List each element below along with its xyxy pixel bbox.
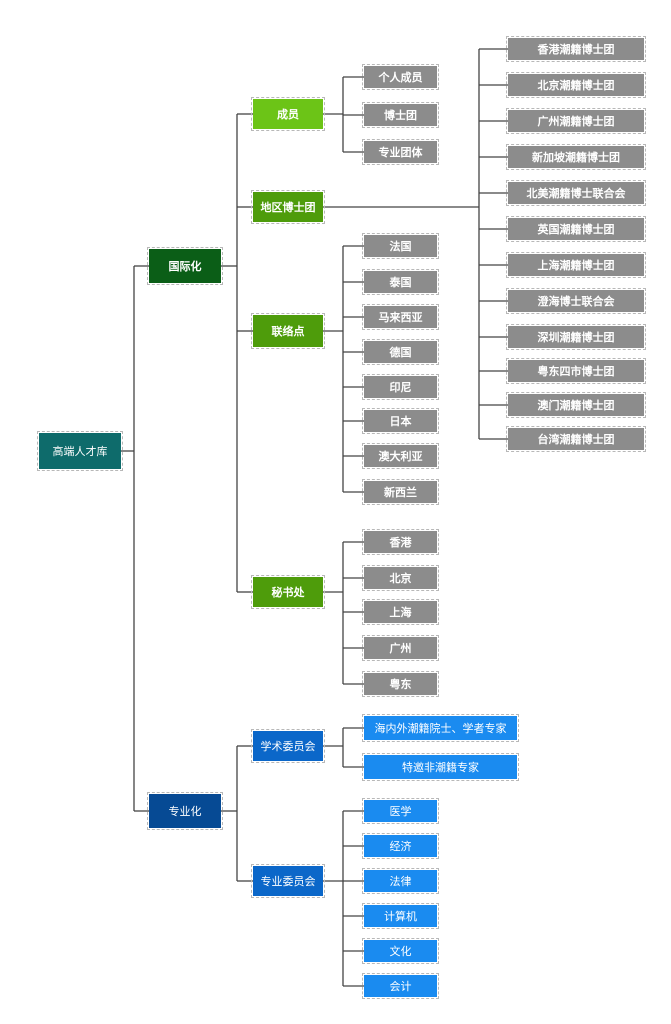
leaf-pro-accounting: 会计 — [362, 973, 439, 999]
leaf-region-guangzhou: 广州潮籍博士团 — [506, 108, 646, 134]
leaf-secretariat-guangzhou: 广州 — [362, 635, 439, 661]
leaf-liaison-malaysia: 马来西亚 — [362, 304, 439, 330]
node-academic-committee: 学术委员会 — [251, 729, 325, 763]
leaf-liaison-indonesia: 印尼 — [362, 374, 439, 400]
leaf-pro-computer: 计算机 — [362, 903, 439, 929]
leaf-region-yuedong: 粤东四市博士团 — [506, 358, 646, 384]
leaf-secretariat-shanghai: 上海 — [362, 599, 439, 625]
leaf-professional-bodies: 专业团体 — [362, 139, 439, 165]
node-members: 成员 — [251, 97, 325, 131]
node-professionalization: 专业化 — [147, 792, 223, 830]
leaf-liaison-new-zealand: 新西兰 — [362, 479, 439, 505]
leaf-region-singapore: 新加坡潮籍博士团 — [506, 144, 646, 170]
leaf-pro-culture: 文化 — [362, 938, 439, 964]
leaf-region-chenghai: 澄海博士联合会 — [506, 288, 646, 314]
leaf-academic-invited-experts: 特邀非潮籍专家 — [362, 753, 519, 781]
node-liaison-points: 联络点 — [251, 313, 325, 349]
leaf-pro-economics: 经济 — [362, 833, 439, 859]
leaf-region-north-america: 北美潮籍博士联合会 — [506, 180, 646, 206]
leaf-doctor-group: 博士团 — [362, 102, 439, 128]
leaf-liaison-thailand: 泰国 — [362, 269, 439, 295]
leaf-region-taiwan: 台湾潮籍博士团 — [506, 426, 646, 452]
root-node: 高端人才库 — [37, 431, 123, 471]
leaf-liaison-australia: 澳大利亚 — [362, 443, 439, 469]
leaf-region-shanghai: 上海潮籍博士团 — [506, 252, 646, 278]
leaf-region-beijing: 北京潮籍博士团 — [506, 72, 646, 98]
leaf-region-shenzhen: 深圳潮籍博士团 — [506, 324, 646, 350]
leaf-region-macau: 澳门潮籍博士团 — [506, 392, 646, 418]
leaf-liaison-germany: 德国 — [362, 339, 439, 365]
node-internationalization: 国际化 — [147, 247, 223, 285]
leaf-pro-medicine: 医学 — [362, 798, 439, 824]
leaf-liaison-france: 法国 — [362, 233, 439, 259]
leaf-individual-members: 个人成员 — [362, 64, 439, 90]
leaf-region-hongkong: 香港潮籍博士团 — [506, 36, 646, 62]
leaf-liaison-japan: 日本 — [362, 408, 439, 434]
leaf-region-uk: 英国潮籍博士团 — [506, 216, 646, 242]
node-professional-committee: 专业委员会 — [251, 864, 325, 898]
node-secretariat: 秘书处 — [251, 575, 325, 609]
node-regional-doctor-groups: 地区博士团 — [251, 190, 325, 224]
leaf-pro-law: 法律 — [362, 868, 439, 894]
leaf-secretariat-yuedong: 粤东 — [362, 671, 439, 697]
leaf-secretariat-beijing: 北京 — [362, 565, 439, 591]
leaf-academic-scholars: 海内外潮籍院士、学者专家 — [362, 714, 519, 742]
leaf-secretariat-hongkong: 香港 — [362, 529, 439, 555]
